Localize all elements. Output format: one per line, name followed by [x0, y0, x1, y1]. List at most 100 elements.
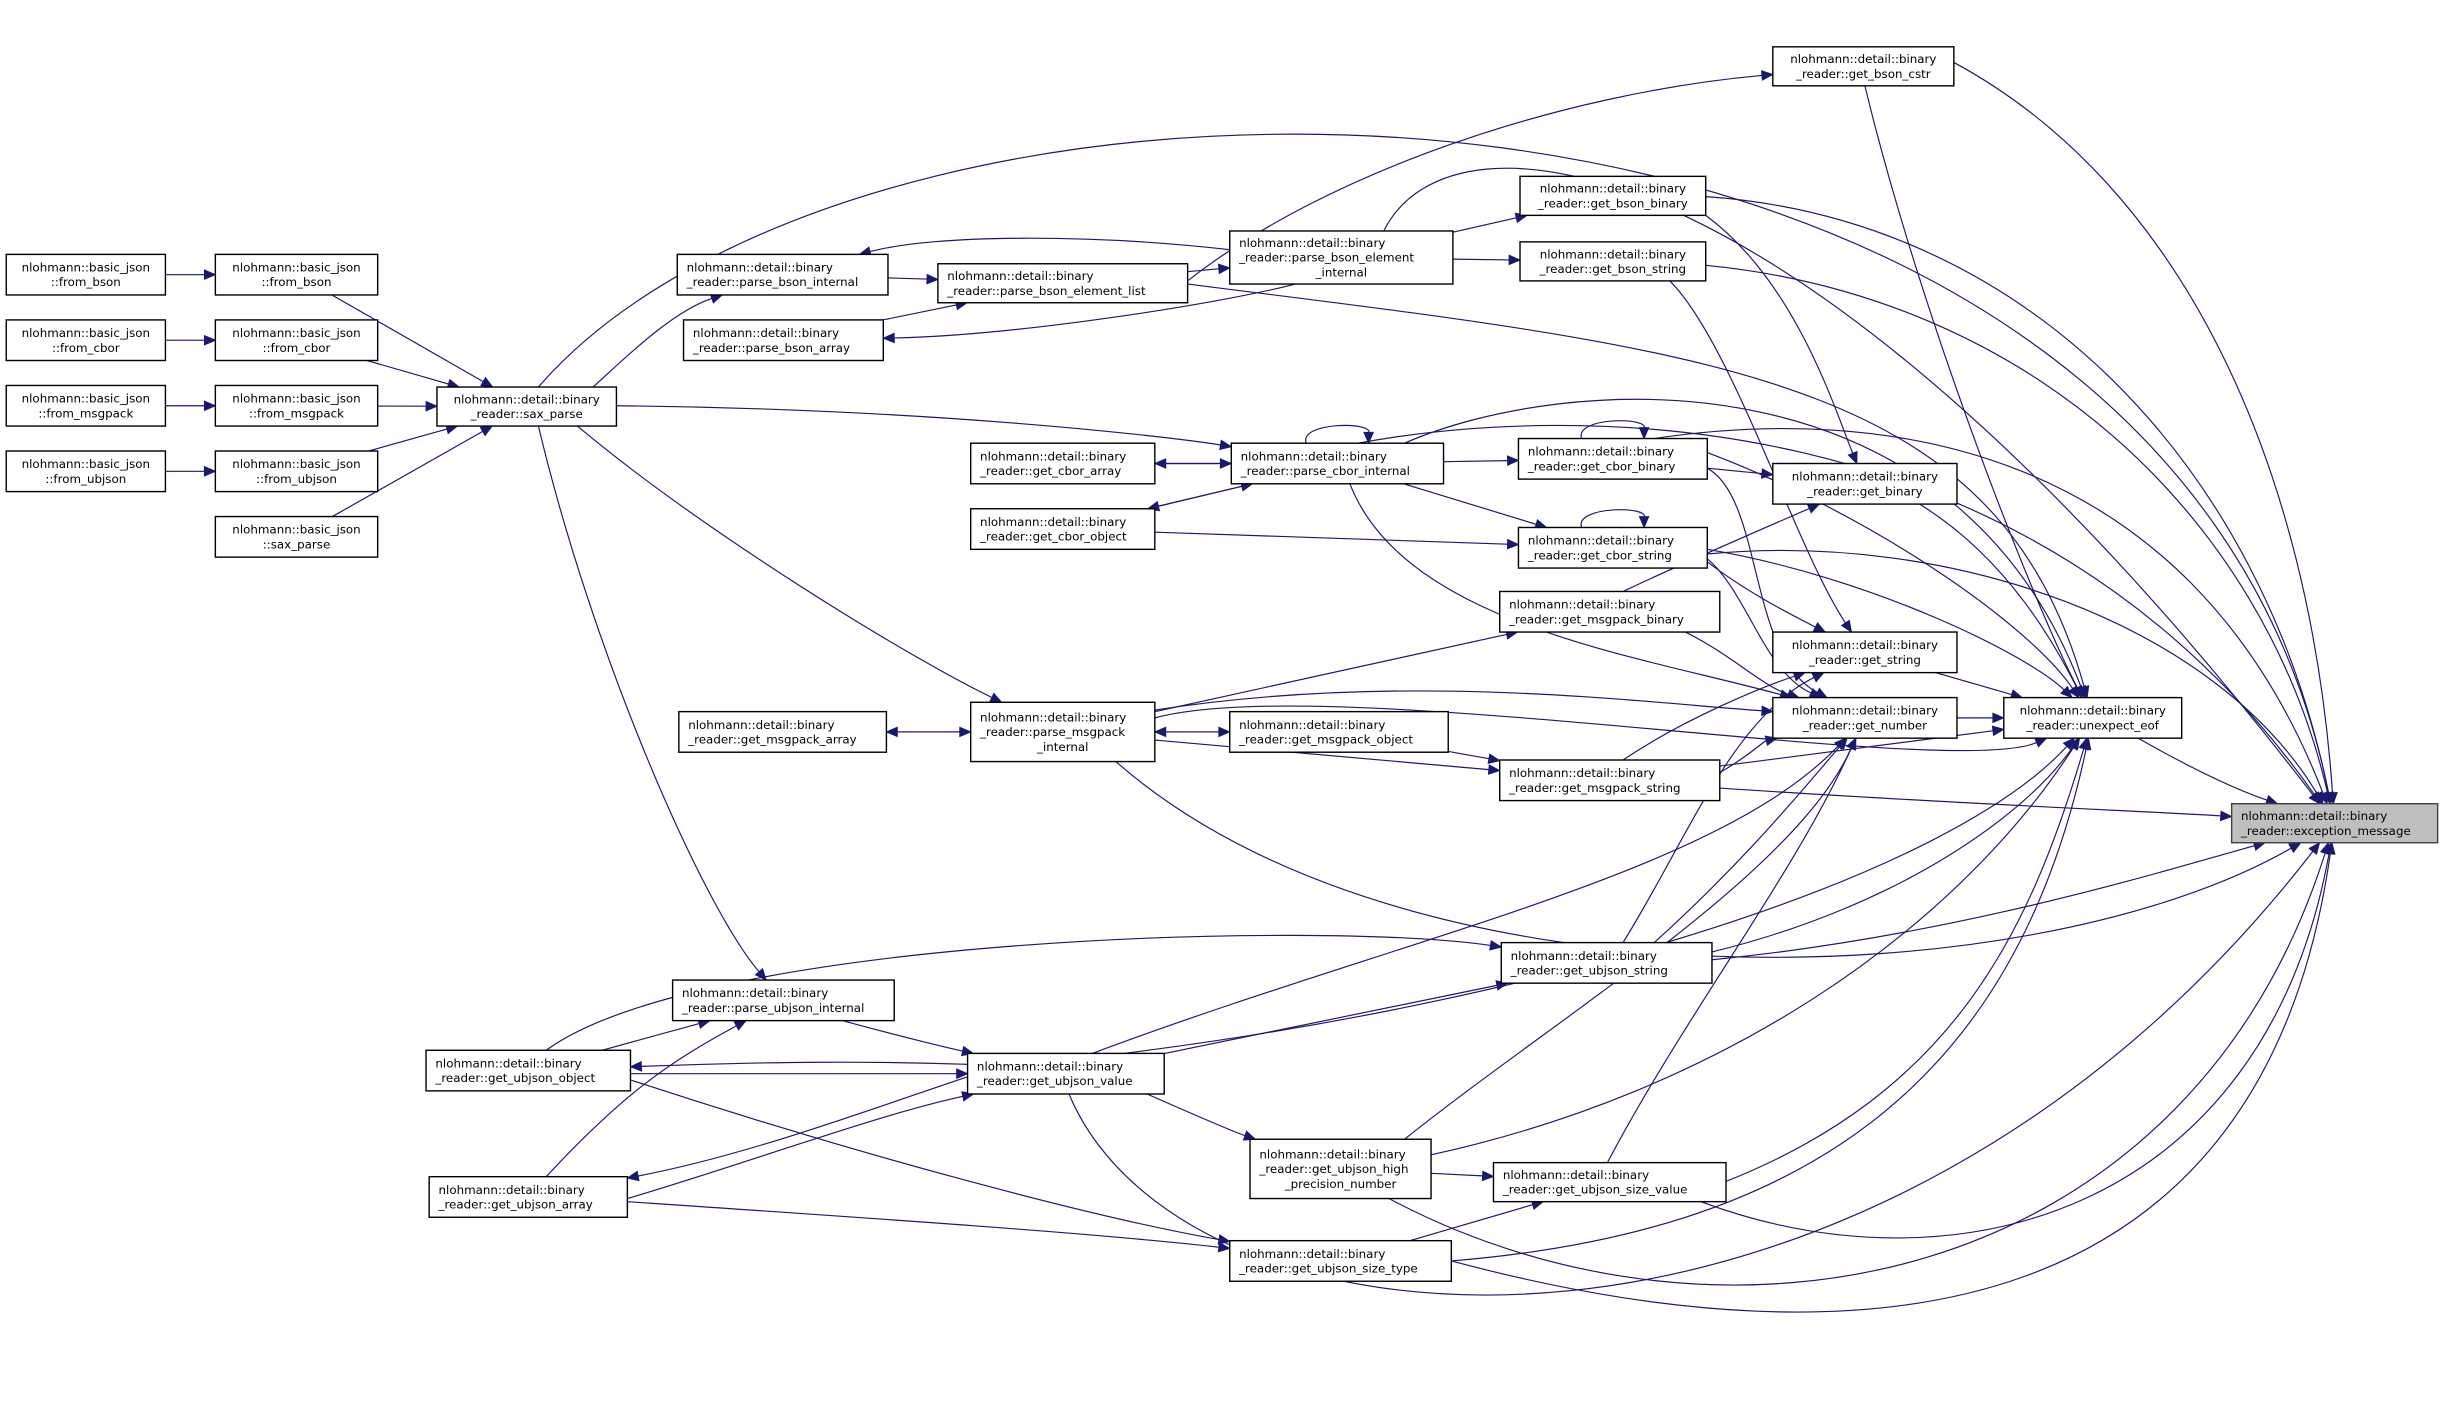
edge-get_cbor_string-to-exception_message [1707, 549, 2324, 805]
node-get-ubjson-size-type[interactable]: nlohmann::detail::binary_reader::get_ubj… [1229, 1239, 1453, 1282]
node-bj-from-cbor-a[interactable]: nlohmann::basic_json::from_cbor [5, 319, 167, 362]
node-label-line: nlohmann::detail::binary [1540, 182, 1686, 196]
node-get-msgpack-binary[interactable]: nlohmann::detail::binary_reader::get_msg… [1499, 590, 1721, 633]
arrowhead-icon [1806, 503, 1821, 514]
node-label-line: _reader::get_bson_string [1539, 262, 1686, 276]
edge-line [1622, 675, 1795, 761]
edge-get_ubjson_array-to-get_ubjson_size_type [627, 1201, 1231, 1253]
node-parse-bson-element-internal[interactable]: nlohmann::detail::binary_reader::parse_b… [1229, 230, 1454, 285]
edge-get_msgpack_object-to-get_msgpack_string [1448, 750, 1501, 764]
edge-get_ubjson_high_precision_number-to-get_ubjson_size_value [1431, 1170, 1495, 1182]
arrowhead-icon [203, 465, 217, 477]
node-parse-bson-array[interactable]: nlohmann::detail::binary_reader::parse_b… [682, 319, 884, 362]
node-get-ubjson-high-precision-number[interactable]: nlohmann::detail::binary_reader::get_ubj… [1249, 1138, 1432, 1200]
node-bj-from-cbor-b[interactable]: nlohmann::basic_json::from_cbor [214, 319, 379, 362]
node-parse-ubjson-internal[interactable]: nlohmann::detail::binary_reader::parse_u… [671, 979, 895, 1022]
edge-line [1154, 690, 1762, 712]
node-get-ubjson-string[interactable]: nlohmann::detail::binary_reader::get_ubj… [1500, 941, 1713, 984]
edge-line [1068, 851, 2314, 1296]
node-get-bson-string[interactable]: nlohmann::detail::binary_reader::get_bso… [1519, 241, 1707, 282]
edge-bj_from_msgpack_a-to-bj_from_msgpack_b [165, 400, 217, 412]
node-label-line: _reader::get_msgpack_binary [1508, 612, 1684, 626]
node-label-line: nlohmann::detail::binary [1528, 534, 1674, 548]
edge-line [1711, 746, 2074, 953]
edge-parse_bson_internal-to-parse_bson_element_list [887, 273, 940, 285]
edge-get_ubjson_size_type-to-unexpect_eof [1451, 736, 2092, 1262]
node-get-msgpack-object[interactable]: nlohmann::detail::binary_reader::get_msg… [1229, 710, 1449, 753]
node-exception-message[interactable]: nlohmann::detail::binary_reader::excepti… [2230, 803, 2439, 844]
node-parse-msgpack-internal[interactable]: nlohmann::detail::binary_reader::parse_m… [969, 701, 1156, 763]
arrowhead-icon [1846, 737, 1857, 751]
edge-bj_from_bson_a-to-bj_from_bson_b [165, 269, 217, 281]
node-box [678, 710, 888, 753]
edge-line [1357, 424, 2316, 796]
node-bj-from-msgpack-b[interactable]: nlohmann::basic_json::from_msgpack [214, 384, 379, 427]
node-label-line: _reader::get_cbor_array [979, 464, 1121, 478]
node-unexpect-eof[interactable]: nlohmann::detail::binary_reader::unexpec… [2003, 696, 2183, 739]
node-bj-from-msgpack-a[interactable]: nlohmann::basic_json::from_msgpack [5, 384, 167, 427]
edge-line [894, 283, 1296, 339]
node-label-line: nlohmann::detail::binary [1259, 1147, 1405, 1161]
arrowhead-icon [480, 376, 494, 388]
node-get-string[interactable]: nlohmann::detail::binary_reader::get_str… [1772, 631, 1958, 674]
edge-get_number-to-unexpect_eof [1956, 712, 2005, 724]
edge-line [1146, 1093, 1246, 1137]
edge-line [332, 430, 484, 518]
edge-line [1305, 424, 1370, 444]
node-get-cbor-string[interactable]: nlohmann::detail::binary_reader::get_cbo… [1517, 526, 1708, 569]
node-box [969, 442, 1156, 485]
edge-line [1154, 739, 1489, 771]
edge-line [1700, 853, 2330, 1239]
node-get-cbor-binary[interactable]: nlohmann::detail::binary_reader::get_cbo… [1517, 437, 1708, 480]
edge-get_ubjson_value-to-get_number [1092, 737, 1847, 1054]
node-sax-parse[interactable]: nlohmann::detail::binary_reader::sax_par… [436, 386, 618, 427]
arrowhead-icon [2060, 685, 2073, 699]
edge-line [1707, 549, 2318, 795]
node-bj-from-bson-a[interactable]: nlohmann::basic_json::from_bson [5, 253, 167, 296]
node-parse-cbor-internal[interactable]: nlohmann::detail::binary_reader::parse_c… [1230, 442, 1445, 485]
node-parse-bson-element-list[interactable]: nlohmann::detail::binary_reader::parse_b… [937, 263, 1189, 304]
node-get-bson-cstr[interactable]: nlohmann::detail::binary_reader::get_bso… [1772, 46, 1955, 87]
node-parse-bson-internal[interactable]: nlohmann::detail::binary_reader::parse_b… [676, 253, 889, 296]
node-box [969, 508, 1156, 551]
edge-sax_parse-to-parse_cbor_internal [616, 405, 1233, 451]
node-get-msgpack-array[interactable]: nlohmann::detail::binary_reader::get_msg… [678, 710, 888, 753]
arrowhead-icon [2288, 842, 2302, 854]
edge-line [601, 1022, 700, 1051]
node-get-msgpack-string[interactable]: nlohmann::detail::binary_reader::get_msg… [1499, 759, 1721, 802]
node-bj-from-ubjson-b[interactable]: nlohmann::basic_json::from_ubjson [214, 450, 379, 493]
node-label-line: nlohmann::basic_json [232, 392, 360, 406]
node-bj-from-ubjson-a[interactable]: nlohmann::basic_json::from_ubjson [5, 450, 167, 493]
edge-line [1388, 852, 2326, 1286]
edge-get_ubjson_array-to-get_ubjson_value [627, 1091, 975, 1200]
node-box [1230, 442, 1445, 485]
edge-line [1430, 747, 2075, 1156]
node-box [682, 319, 884, 362]
node-label-line: _internal [1315, 265, 1367, 279]
node-bj-from-bson-b[interactable]: nlohmann::basic_json::from_bson [214, 253, 379, 296]
node-bj-sax-parse[interactable]: nlohmann::basic_json::sax_parse [214, 515, 379, 558]
edge-line [1669, 280, 1846, 624]
edge-line [1349, 483, 1781, 696]
node-label-line: nlohmann::detail::binary [682, 986, 828, 1000]
node-get-bson-binary[interactable]: nlohmann::detail::binary_reader::get_bso… [1519, 175, 1707, 217]
edge-line [1451, 748, 2087, 1262]
node-get-cbor-array[interactable]: nlohmann::detail::binary_reader::get_cbo… [969, 442, 1156, 485]
edge-line [1706, 561, 1816, 628]
edge-line [1187, 268, 1219, 273]
edge-line [1403, 483, 1537, 525]
arrowhead-icon [2072, 684, 2083, 699]
edge-get_msgpack_array-to-parse_msgpack_internal [886, 726, 972, 738]
node-get-ubjson-size-value[interactable]: nlohmann::detail::binary_reader::get_ubj… [1492, 1161, 1727, 1203]
node-get-ubjson-object[interactable]: nlohmann::detail::binary_reader::get_ubj… [425, 1049, 632, 1092]
edge-get_binary-to-unexpect_eof [1919, 503, 2083, 699]
arrowhead-icon [2327, 791, 2338, 805]
node-get-ubjson-value[interactable]: nlohmann::detail::binary_reader::get_ubj… [966, 1052, 1165, 1095]
arrowhead-icon [1508, 254, 1522, 266]
node-get-ubjson-array[interactable]: nlohmann::detail::binary_reader::get_ubj… [428, 1175, 629, 1218]
edge-get_msgpack_string-to-get_number [1719, 735, 1779, 774]
node-get-binary[interactable]: nlohmann::detail::binary_reader::get_bin… [1772, 462, 1958, 505]
node-get-number[interactable]: nlohmann::detail::binary_reader::get_num… [1772, 696, 1958, 739]
node-get-cbor-object[interactable]: nlohmann::detail::binary_reader::get_cbo… [969, 508, 1156, 551]
